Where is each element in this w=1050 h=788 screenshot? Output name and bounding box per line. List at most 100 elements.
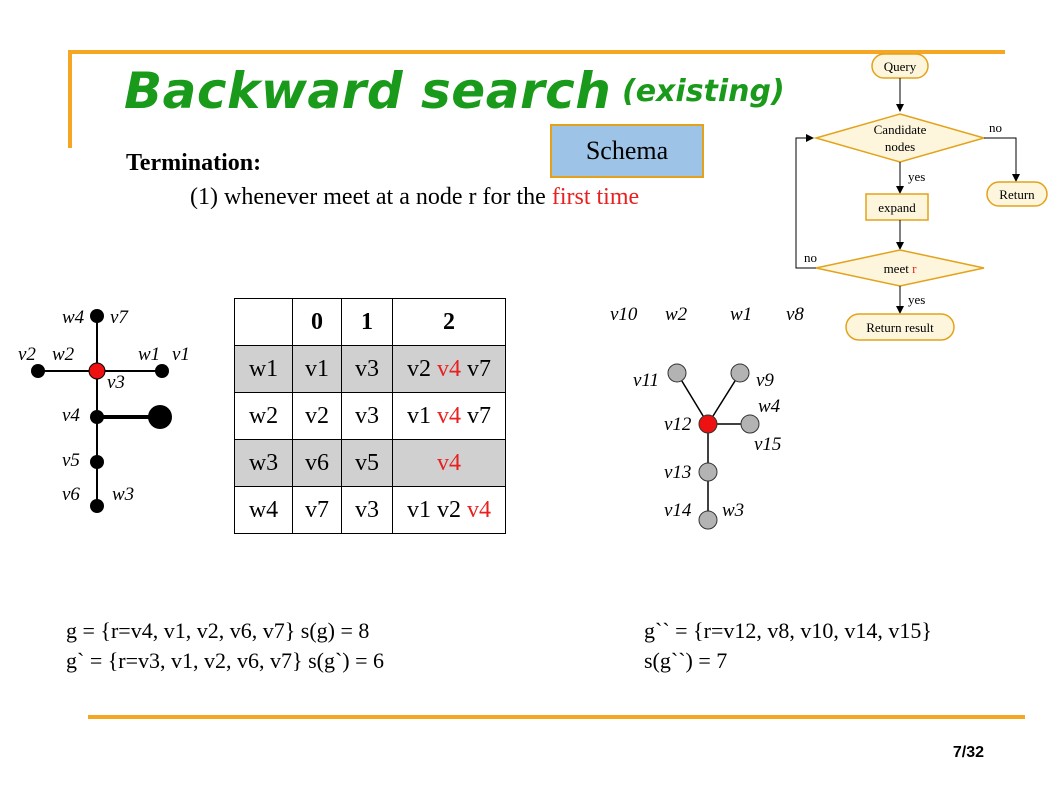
slide-title-suffix: (existing) bbox=[622, 74, 785, 109]
table-cell: w1 bbox=[234, 345, 293, 393]
table-cell: v1 v4 v7 bbox=[392, 392, 506, 440]
schema-button[interactable]: Schema bbox=[550, 124, 704, 178]
termination-rule-text: (1) whenever meet at a node r for the bbox=[190, 184, 552, 210]
left-label-v6: v6 bbox=[62, 484, 80, 505]
termination-rule: (1) whenever meet at a node r for the fi… bbox=[190, 184, 639, 211]
right-label-v10: v10 bbox=[610, 304, 638, 325]
table-header-cell: 0 bbox=[292, 298, 342, 346]
flow-expand-box bbox=[865, 193, 929, 221]
table-cell: v6 bbox=[292, 439, 342, 487]
right-label-v9: v9 bbox=[756, 370, 774, 391]
table-row: w3 v6 v5 v4 bbox=[234, 439, 506, 487]
table-cell: v2 bbox=[292, 392, 342, 440]
left-label-w1: w1 bbox=[138, 344, 160, 365]
flow-return-result-box bbox=[845, 313, 955, 341]
right-label-v8: v8 bbox=[786, 304, 804, 325]
termination-rule-highlight: first time bbox=[551, 184, 640, 210]
right-node-root bbox=[698, 414, 718, 434]
table-cell: v1 bbox=[292, 345, 342, 393]
formula-g-double-prime: g`` = {r=v12, v8, v10, v14, v15} bbox=[644, 618, 932, 643]
right-label-v14: v14 bbox=[664, 500, 692, 521]
right-label-v15: v15 bbox=[754, 434, 781, 455]
right-node-v9 bbox=[730, 363, 750, 383]
left-node-v5 bbox=[90, 455, 104, 469]
table-row: w4 v7 v3 v1 v2 v4 bbox=[234, 486, 506, 534]
table-cell: v7 bbox=[292, 486, 342, 534]
table-header-cell: 2 bbox=[392, 298, 506, 346]
left-node-right bbox=[155, 364, 169, 378]
right-label-w1: w1 bbox=[730, 304, 752, 325]
right-label-w4: w4 bbox=[758, 396, 781, 417]
table-cell: w4 bbox=[234, 486, 293, 534]
right-label-v11: v11 bbox=[633, 370, 659, 391]
right-label-v13: v13 bbox=[664, 462, 691, 483]
left-node-left bbox=[31, 364, 45, 378]
flow-candidate-label-1: Candidate bbox=[874, 122, 927, 137]
cell-text: v2 bbox=[407, 355, 437, 382]
left-label-v1: v1 bbox=[172, 344, 190, 365]
flow-yes-label-1: yes bbox=[908, 169, 925, 184]
cell-highlight: v4 bbox=[467, 496, 491, 523]
left-label-v4: v4 bbox=[62, 405, 80, 426]
table-header-cell bbox=[234, 298, 293, 346]
flowchart: Query Candidate nodes no Return yes expa… bbox=[795, 53, 1048, 341]
right-label-v12: v12 bbox=[664, 414, 692, 435]
cell-highlight: v4 bbox=[437, 402, 461, 429]
right-graph: v10 w2 w1 v8 v11 v9 w4 v12 v15 v13 v14 w… bbox=[610, 304, 804, 530]
left-node-root bbox=[88, 362, 106, 380]
table-cell: v3 bbox=[341, 486, 393, 534]
search-table: 0 1 2 w1 v1 v3 v2 v4 v7 w2 v2 v3 v1 v4 v… bbox=[234, 298, 506, 534]
flow-return-label: Return bbox=[999, 187, 1035, 202]
cell-highlight: v4 bbox=[437, 449, 461, 476]
flow-no-label-left: no bbox=[804, 250, 817, 265]
left-label-v5: v5 bbox=[62, 450, 80, 471]
flow-candidate-label-2: nodes bbox=[885, 139, 915, 154]
flow-meet-r: r bbox=[912, 261, 917, 276]
cell-text: v1 bbox=[407, 402, 437, 429]
right-node-v11 bbox=[667, 363, 687, 383]
left-label-w4: w4 bbox=[62, 307, 85, 328]
left-label-w3: w3 bbox=[112, 484, 134, 505]
table-row: w2 v2 v3 v1 v4 v7 bbox=[234, 392, 506, 440]
flow-meet-label: meet r bbox=[884, 261, 918, 276]
left-label-v2: v2 bbox=[18, 344, 36, 365]
left-node-top bbox=[90, 309, 104, 323]
right-node-w4 bbox=[740, 414, 760, 434]
table-header-cell: 1 bbox=[341, 298, 393, 346]
right-label-w3: w3 bbox=[722, 500, 744, 521]
slide-title: Backward search bbox=[124, 62, 612, 120]
table-cell: v5 bbox=[341, 439, 393, 487]
formula-g-double-prime-score: s(g``) = 7 bbox=[644, 648, 728, 673]
table-row: w1 v1 v3 v2 v4 v7 bbox=[234, 345, 506, 393]
termination-heading: Termination: bbox=[126, 150, 262, 176]
right-label-w2: w2 bbox=[665, 304, 688, 325]
flow-yes-label-2: yes bbox=[908, 292, 925, 307]
flow-expand-label: expand bbox=[878, 200, 916, 215]
table-cell: w3 bbox=[234, 439, 293, 487]
cell-text: v7 bbox=[461, 355, 491, 382]
left-graph: w4 v7 v2 w2 w1 v1 v3 v4 v5 v6 w3 bbox=[18, 307, 190, 513]
flow-meet-text: meet bbox=[884, 261, 913, 276]
flow-query-label: Query bbox=[884, 59, 917, 74]
flow-return-result-label: Return result bbox=[866, 320, 934, 335]
flow-return-box bbox=[986, 181, 1048, 207]
left-node-v4 bbox=[90, 410, 104, 424]
left-label-w2: w2 bbox=[52, 344, 75, 365]
table-header-row: 0 1 2 bbox=[234, 298, 506, 346]
formula-g: g = {r=v4, v1, v2, v6, v7} s(g) = 8 bbox=[66, 618, 370, 643]
left-node-v6 bbox=[90, 499, 104, 513]
right-node-v14 bbox=[698, 510, 718, 530]
left-label-v7: v7 bbox=[110, 307, 129, 328]
table-cell: v3 bbox=[341, 392, 393, 440]
table-cell: v1 v2 v4 bbox=[392, 486, 506, 534]
table-cell: v4 bbox=[392, 439, 506, 487]
formula-g-prime: g` = {r=v3, v1, v2, v6, v7} s(g`) = 6 bbox=[66, 648, 385, 673]
right-node-v13 bbox=[698, 462, 718, 482]
left-label-v3: v3 bbox=[107, 372, 125, 393]
left-node-big bbox=[148, 405, 172, 429]
cell-text: v1 v2 bbox=[407, 496, 467, 523]
table-cell: w2 bbox=[234, 392, 293, 440]
flow-no-label-top: no bbox=[989, 120, 1002, 135]
cell-highlight: v4 bbox=[437, 355, 461, 382]
